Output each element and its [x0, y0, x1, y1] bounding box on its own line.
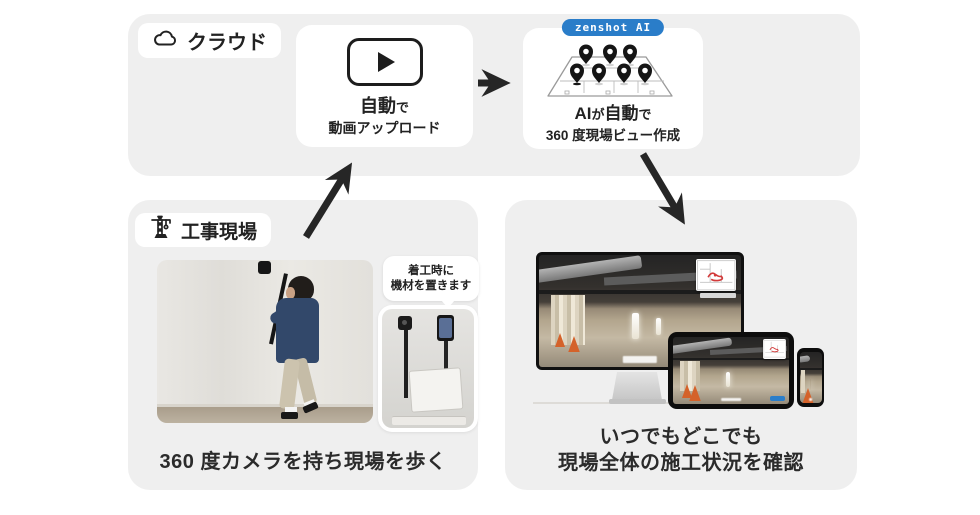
crane-icon [149, 214, 173, 246]
ai-title-em2: 自動 [604, 104, 639, 123]
screen-watermark [808, 398, 813, 401]
view-caption-line1: いつでもどこでも [599, 426, 763, 448]
tablet-screen-360-view [673, 337, 789, 404]
ai-title: AIが自動で [523, 103, 703, 126]
view-caption-line2: 現場全体の施工状況を確認 [558, 452, 804, 474]
person-sock-front [285, 407, 297, 412]
screen-blue-button [769, 396, 785, 401]
upload-title-suffix: で [395, 100, 409, 115]
person-shoe-front [281, 412, 298, 419]
traffic-cone [568, 335, 581, 352]
equipment-pole-left [404, 326, 408, 398]
ai-title-sm1: が [591, 107, 605, 122]
equipment-case [408, 367, 464, 413]
equipment-camera-lens [402, 320, 407, 325]
photo-floor [157, 404, 373, 423]
cloud-label-pill: クラウド [138, 23, 281, 58]
phone-screen-360-view [799, 352, 822, 403]
traffic-cone [555, 333, 566, 348]
callout-line2: 機材を置きます [390, 279, 472, 292]
person-jacket [276, 298, 319, 363]
site-label-pill: 工事現場 [135, 213, 272, 247]
light-post [809, 378, 811, 391]
monitor-stand-base [609, 399, 666, 404]
scaffold-tarp [679, 361, 700, 391]
zenshot-ai-badge: zenshot AI [561, 19, 665, 36]
person-leg-front [279, 358, 300, 410]
minimap-toolbar [699, 293, 736, 299]
view-panel: いつでもどこでも 現場全体の施工状況を確認 [505, 200, 857, 490]
tablet-device [668, 332, 794, 409]
light-post [726, 371, 731, 388]
site-panel: 工事現場 [128, 200, 479, 490]
equipment-photo [382, 309, 474, 428]
video-play-icon [346, 38, 423, 86]
view-caption: いつでもどこでも 現場全体の施工状況を確認 [505, 424, 857, 476]
upload-subtitle: 動画アップロード [328, 120, 441, 136]
equipment-base-plate [392, 416, 466, 425]
callout-tail [440, 300, 455, 308]
equipment-phone-screen [439, 318, 452, 338]
ceiling-duct [799, 354, 812, 363]
light-post [656, 317, 661, 335]
floorplan-minimap [762, 339, 787, 359]
upload-title: 自動で [296, 95, 473, 119]
desk-line [533, 402, 675, 404]
cloud-label: クラウド [187, 32, 267, 54]
ai-title-em1: AI [574, 104, 592, 123]
screen-watermark [721, 397, 741, 402]
equipment-inset-photo [378, 305, 478, 432]
callout-bubble: 着工時に 機材を置きます [383, 256, 479, 308]
site-label: 工事現場 [181, 221, 258, 243]
floorplan-minimap [695, 258, 736, 292]
phone-device [797, 348, 824, 407]
play-triangle [378, 52, 395, 72]
traffic-cone [689, 384, 702, 401]
ceiling-beam [539, 289, 741, 294]
cloud-icon [152, 28, 179, 54]
floorplan-pins-illustration [547, 44, 673, 97]
callout-line1: 着工時に [408, 264, 454, 277]
camera-360 [258, 261, 271, 274]
ceiling-beam [673, 357, 789, 361]
person-face [286, 287, 295, 299]
equipment-pole-right [444, 339, 448, 379]
traffic-cone [802, 388, 814, 403]
traffic-cone [682, 383, 693, 398]
upload-title-em: 自動 [359, 96, 396, 116]
light-post [631, 313, 639, 339]
ceiling-beam [799, 367, 822, 370]
site-caption: 360 度カメラを持ち現場を歩く [159, 451, 447, 473]
cloud-panel: クラウド 自動で 動画アップロード zenshot AI [128, 14, 860, 176]
screen-watermark [622, 356, 658, 363]
upload-card: 自動で 動画アップロード [296, 25, 473, 147]
ai-title-sm2: で [638, 107, 652, 122]
walking-photo [157, 260, 373, 423]
ai-subtitle: 360 度現場ビュー作成 [545, 128, 681, 143]
ai-card: zenshot AI AIが自動で [523, 19, 703, 149]
monitor-stand [612, 372, 662, 400]
scaffold-tarp [800, 370, 805, 393]
